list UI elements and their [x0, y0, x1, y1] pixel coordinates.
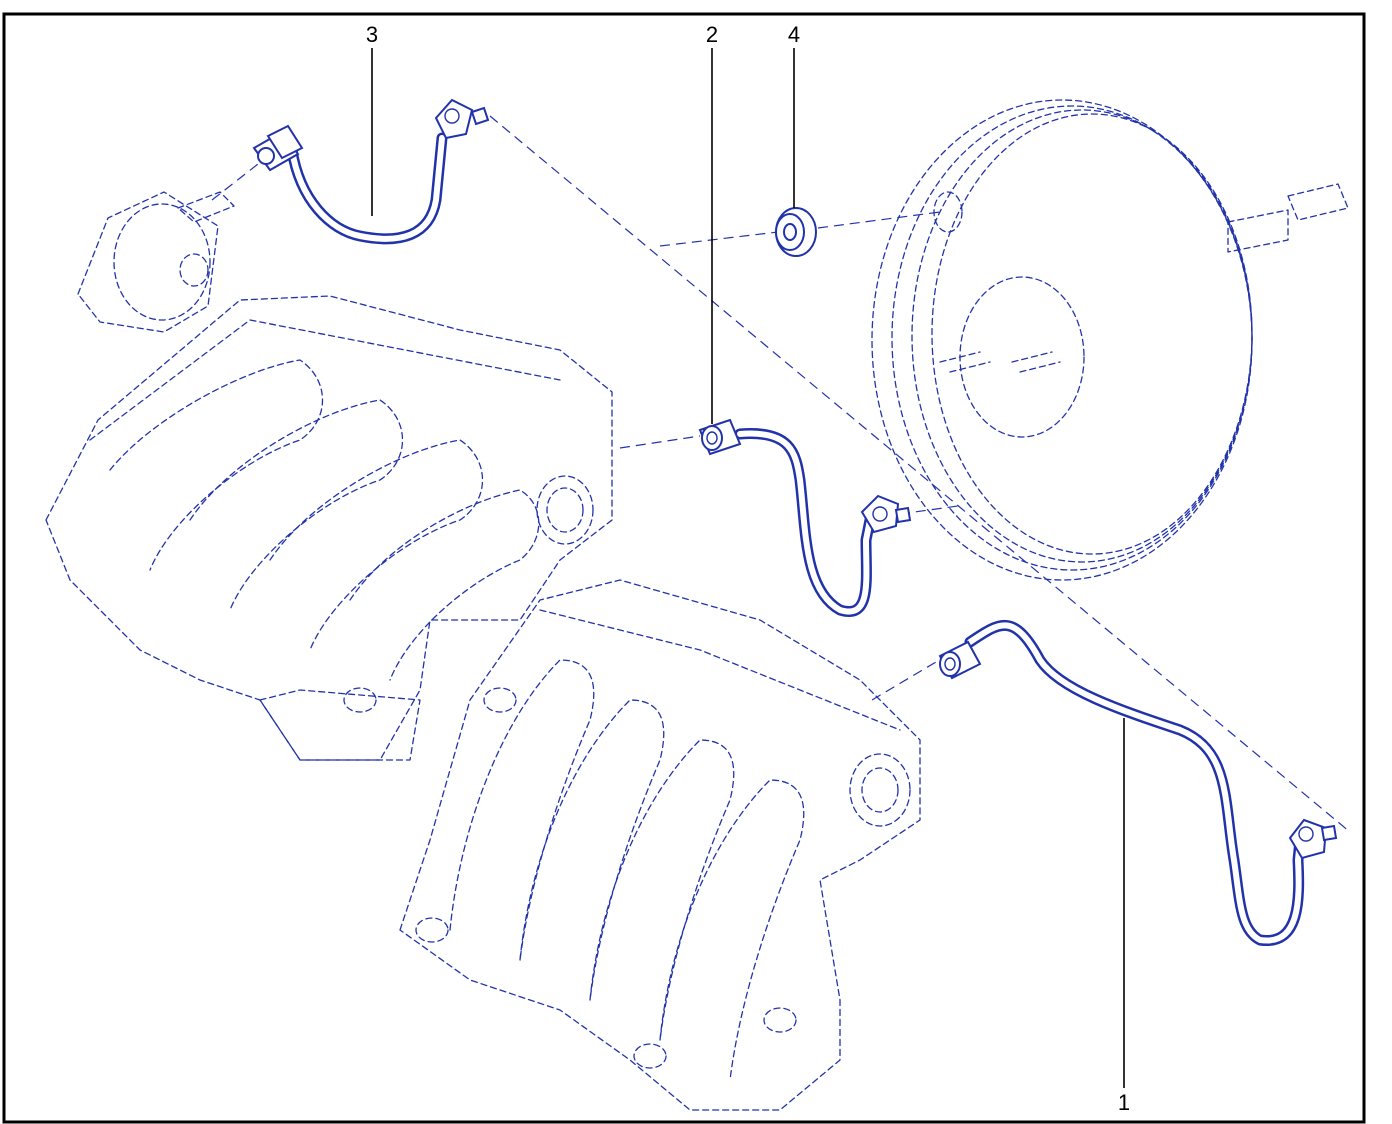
- hose-2-fitting-left: [698, 418, 742, 456]
- callout-3: 3: [366, 22, 378, 216]
- callout-2-label: 2: [706, 22, 718, 47]
- grommet-4: [775, 207, 817, 257]
- hose-2-fitting-right: [860, 494, 912, 534]
- vacuum-hose-1: [938, 619, 1338, 946]
- diagram-frame: [2, 12, 1366, 1124]
- callout-2: 2: [706, 22, 718, 424]
- callout-1-label: 1: [1118, 1090, 1130, 1115]
- hose-3-fitting-right: [434, 98, 490, 140]
- callout-1: 1: [1118, 718, 1130, 1115]
- callout-4-label: 4: [788, 22, 800, 47]
- vacuum-hose-2: [698, 418, 912, 617]
- vacuum-hose-3: [252, 98, 490, 245]
- callout-4: 4: [788, 22, 800, 208]
- intake-manifold-ghost-right: [399, 579, 921, 1111]
- throttle-body-ghost-left: [77, 191, 235, 333]
- callout-3-label: 3: [366, 22, 378, 47]
- brake-booster-ghost: [871, 99, 1349, 581]
- intake-manifold-ghost-left: [45, 295, 613, 761]
- hose-3-fitting-left: [252, 124, 304, 172]
- hose-1-fitting-left: [938, 640, 982, 680]
- hose-1-fitting-right: [1288, 818, 1338, 860]
